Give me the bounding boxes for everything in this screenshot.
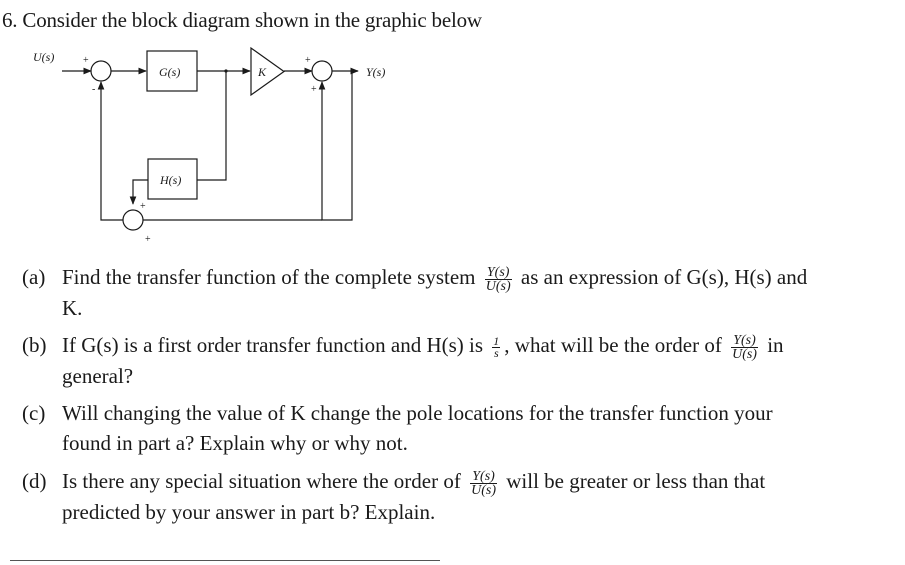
sum1-minus-sign: - — [92, 84, 95, 95]
sum3-plus-sign: + — [145, 234, 151, 245]
summing-junction-3 — [122, 209, 144, 231]
question-b-continuation: general? — [62, 363, 134, 388]
fraction-y-over-u: Y(s)U(s) — [470, 469, 497, 498]
fraction-denominator: U(s) — [485, 278, 511, 294]
question-d-text: Is there any special situation where the… — [62, 469, 461, 493]
block-h-label: H(s) — [159, 173, 181, 187]
sum2-plus-sign: + — [311, 84, 317, 95]
question-a-label: (a) — [22, 265, 46, 289]
question-a-text-after: as an expression of G(s), H(s) and — [520, 265, 808, 289]
question-b-text: If G(s) is a first order transfer functi… — [62, 333, 484, 357]
fraction-numerator: Y(s) — [470, 469, 497, 484]
sum3-plus-sign: + — [140, 201, 146, 212]
sum1-plus-sign: + — [83, 55, 89, 66]
question-b-text-after: in — [767, 333, 784, 357]
question-d-label: (d) — [22, 469, 47, 493]
question-d-continuation: predicted by your answer in part b? Expl… — [62, 499, 436, 524]
question-d: (d) Is there any special situation where … — [22, 466, 862, 527]
fraction-denominator: U(s) — [732, 346, 757, 362]
fraction-numerator: 1 — [492, 333, 501, 348]
question-c-label: (c) — [22, 401, 46, 425]
summing-junction-1 — [90, 60, 112, 82]
fraction-y-over-u: Y(s)U(s) — [731, 333, 758, 362]
problem-title: 6. Consider the block diagram shown in t… — [2, 8, 482, 32]
block-diagram: U(s) Y(s) G(s) H(s) K + - + + + + — [33, 46, 385, 245]
junction-dot — [350, 69, 354, 73]
summing-junction-2 — [311, 60, 333, 82]
fraction-numerator: Y(s) — [484, 265, 512, 280]
feedback-to-sum1-line — [97, 81, 123, 221]
output-feedback-line — [318, 71, 353, 221]
fraction-numerator: Y(s) — [731, 333, 758, 348]
fraction-denominator: s — [493, 345, 499, 360]
block-g-label: G(s) — [159, 65, 180, 79]
block-h — [147, 158, 198, 200]
sum2-plus-sign: + — [305, 55, 311, 66]
question-c-text: Will changing the value of K change the … — [62, 401, 773, 425]
question-c: (c) Will changing the value of K change t… — [22, 398, 862, 458]
fraction-denominator: U(s) — [471, 482, 496, 498]
fraction-y-over-u: Y(s)U(s) — [484, 265, 512, 294]
h-output-line — [129, 179, 148, 205]
h-branch-line — [197, 71, 227, 181]
question-a: (a) Find the transfer function of the com… — [22, 262, 862, 323]
question-a-text: Find the transfer function of the comple… — [62, 265, 476, 289]
question-b: (b) If G(s) is a first order transfer fun… — [22, 330, 862, 391]
question-a-continuation: K. — [62, 295, 83, 320]
gain-block-k — [250, 46, 286, 97]
junction-dot — [224, 69, 228, 73]
block-k-label: K — [257, 65, 267, 79]
question-b-label: (b) — [22, 333, 47, 357]
question-d-text-after: will be greater or less than that — [506, 469, 766, 493]
question-b-text-mid: , what will be the order of — [504, 333, 722, 357]
input-label: U(s) — [33, 50, 54, 64]
bottom-divider — [10, 560, 440, 561]
output-label: Y(s) — [366, 65, 385, 79]
question-c-continuation: found in part a? Explain why or why not. — [62, 431, 408, 455]
